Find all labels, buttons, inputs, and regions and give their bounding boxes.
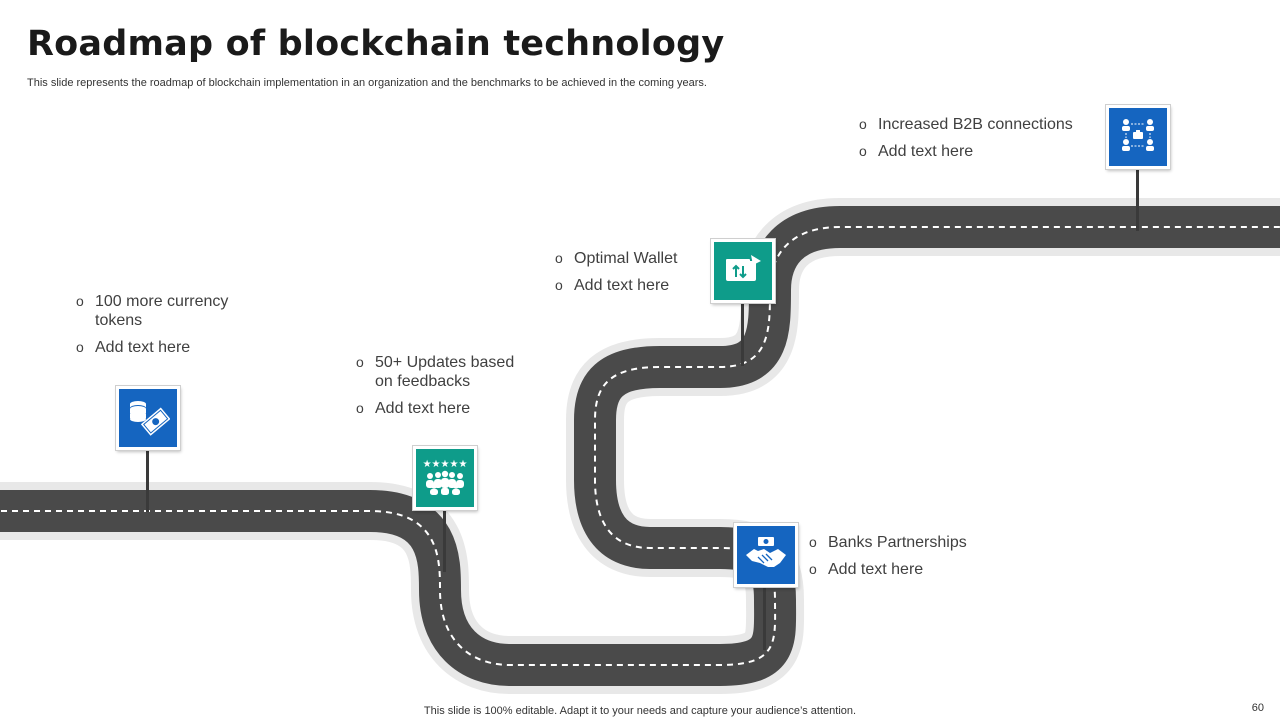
page-number: 60: [1251, 702, 1264, 714]
milestone-1-item-1: 100 more currency tokens: [76, 292, 236, 330]
milestone-1-bullets: 100 more currency tokens Add text here: [76, 292, 236, 365]
milestone-4-item-1: Banks Partnerships: [809, 533, 989, 552]
milestone-5-bullets: Increased B2B connections Add text here: [859, 115, 1089, 169]
handshake-icon: [744, 533, 788, 578]
milestone-2-item-2: Add text here: [356, 399, 531, 418]
milestone-2-sign: ★★★★★: [413, 446, 477, 510]
slide-title: Roadmap of blockchain technology: [27, 24, 725, 64]
milestone-2-pole: [443, 506, 446, 572]
milestone-4-item-2: Add text here: [809, 560, 989, 579]
b2b-network-icon: [1118, 115, 1158, 160]
milestone-5-item-2: Add text here: [859, 142, 1089, 161]
milestone-5-sign: [1106, 105, 1170, 169]
milestone-3-pole: [741, 298, 744, 366]
milestone-5-item-1: Increased B2B connections: [859, 115, 1089, 134]
money-coins-icon: [126, 394, 171, 443]
milestone-2-item-1: 50+ Updates based on feedbacks: [356, 353, 531, 391]
svg-text:★★★★★: ★★★★★: [423, 459, 468, 470]
milestone-5-pole: [1136, 165, 1139, 231]
milestone-4-sign: [734, 523, 798, 587]
team-rating-icon: ★★★★★: [422, 456, 468, 501]
milestone-1-item-2: Add text here: [76, 338, 236, 357]
milestone-1-pole: [146, 446, 149, 512]
milestone-3-sign: [711, 239, 775, 303]
milestone-4-pole: [763, 584, 766, 650]
milestone-1-sign: [116, 386, 180, 450]
milestone-3-item-2: Add text here: [555, 276, 715, 295]
slide-subtitle: This slide represents the roadmap of blo…: [27, 77, 707, 89]
slide-footer: This slide is 100% editable. Adapt it to…: [0, 705, 1280, 717]
milestone-2-bullets: 50+ Updates based on feedbacks Add text …: [356, 353, 531, 426]
milestone-3-item-1: Optimal Wallet: [555, 249, 715, 268]
wallet-transfer-icon: [721, 249, 765, 294]
milestone-3-bullets: Optimal Wallet Add text here: [555, 249, 715, 303]
milestone-4-bullets: Banks Partnerships Add text here: [809, 533, 989, 587]
footer-text: This slide is 100% editable. Adapt it to…: [423, 705, 857, 717]
